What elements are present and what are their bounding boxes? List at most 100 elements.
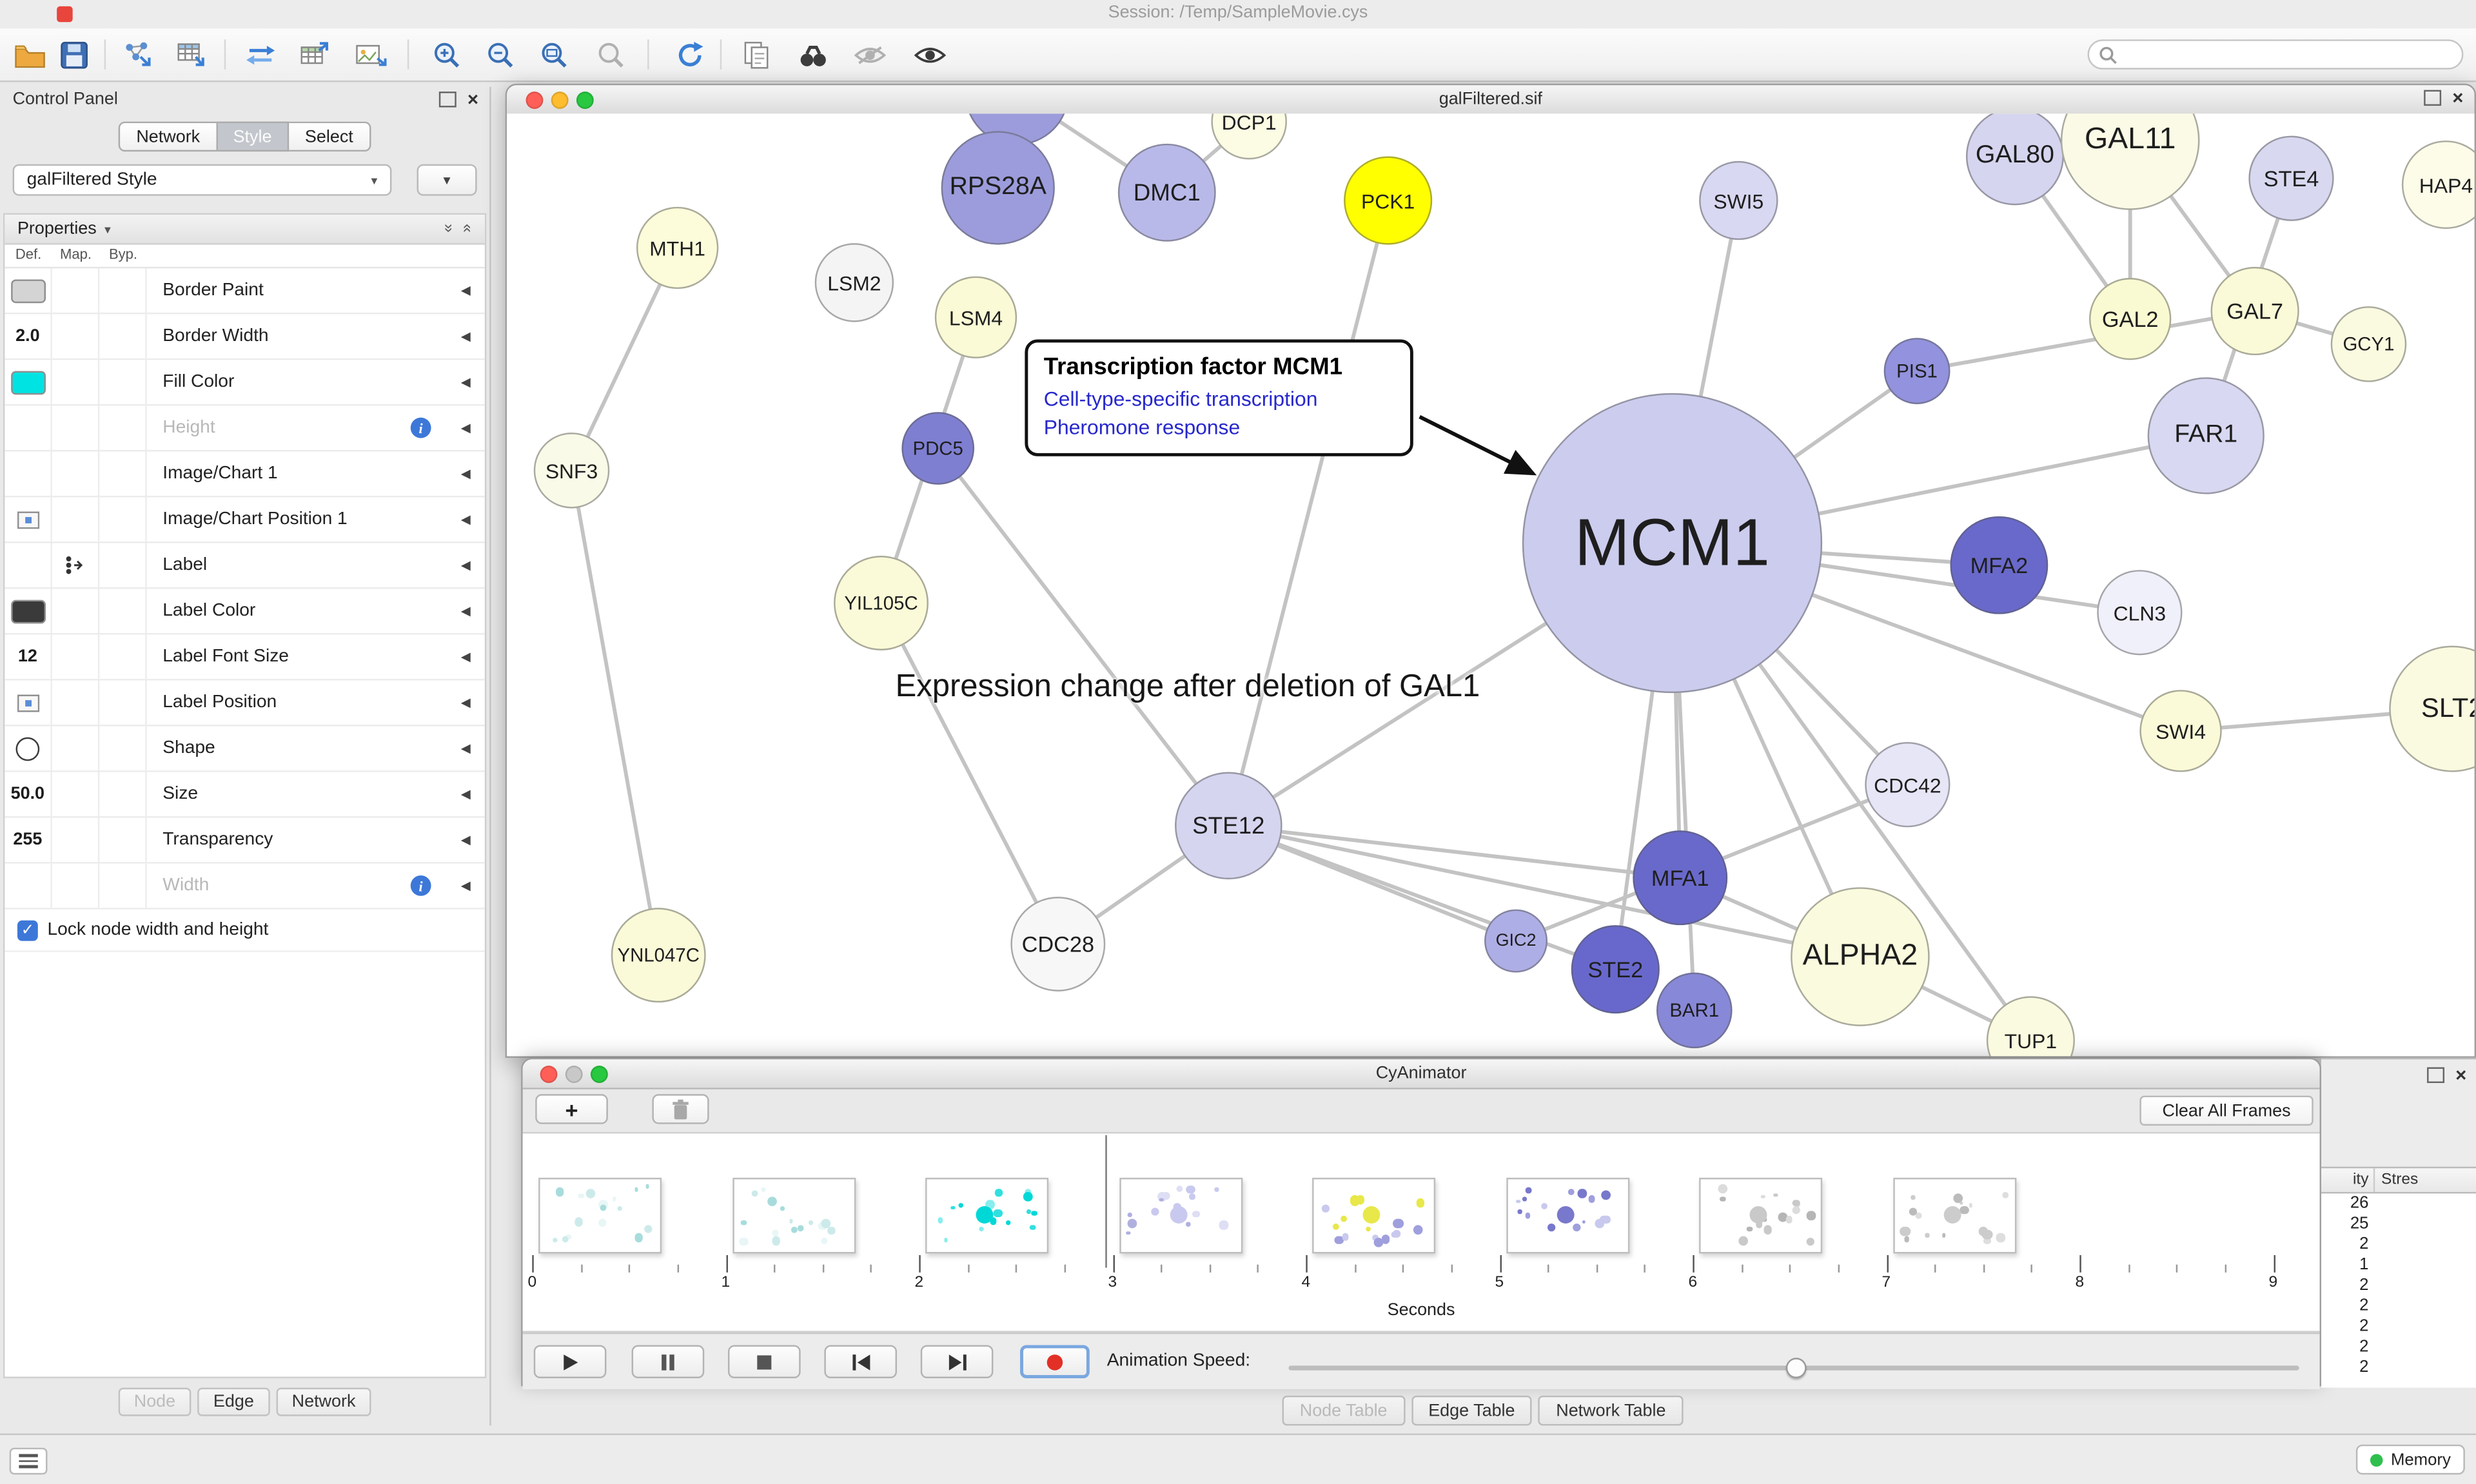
frame-thumbnail-1[interactable]	[538, 1177, 662, 1254]
tab-select[interactable]: Select	[289, 121, 371, 152]
collapse-arrow-icon[interactable]: ◀	[460, 329, 471, 344]
annotation-link-1[interactable]: Cell-type-specific transcription	[1043, 386, 1318, 411]
last-frame-button[interactable]	[920, 1345, 994, 1378]
play-button[interactable]	[533, 1345, 607, 1378]
style-selector[interactable]: galFiltered Style ▾	[12, 164, 392, 196]
network-node-mfa1[interactable]: MFA1	[1633, 830, 1728, 926]
network-node-cdc28[interactable]: CDC28	[1010, 897, 1106, 991]
frame-thumbnail-2[interactable]	[732, 1177, 856, 1254]
timeline-playhead[interactable]	[1105, 1135, 1107, 1268]
clone-network-button[interactable]	[736, 35, 777, 76]
tab-network[interactable]: Network	[119, 121, 218, 152]
mapping-cell[interactable]	[52, 634, 100, 679]
mapping-cell[interactable]	[52, 360, 100, 404]
mapping-cell[interactable]	[52, 589, 100, 634]
bypass-cell[interactable]	[99, 726, 147, 771]
zoom-fit-button[interactable]	[534, 35, 575, 76]
export-network-button[interactable]	[240, 35, 281, 76]
frame-thumbnail-7[interactable]	[1699, 1177, 1823, 1254]
network-node-cln3[interactable]: CLN3	[2097, 570, 2183, 656]
panel-tab-node[interactable]: Node	[118, 1387, 192, 1416]
first-frame-button[interactable]	[824, 1345, 898, 1378]
frame-thumbnail-8[interactable]	[1892, 1177, 2016, 1254]
network-node-gcy1[interactable]: GCY1	[2330, 306, 2407, 382]
default-value-cell[interactable]: 12	[5, 634, 52, 679]
bypass-cell[interactable]	[99, 360, 147, 404]
cyanimator-titlebar[interactable]: CyAnimator	[522, 1059, 2320, 1089]
zoom-traffic-light[interactable]	[590, 1066, 608, 1083]
animation-speed-slider[interactable]	[1288, 1358, 2299, 1378]
table-row[interactable]: 26	[2321, 1193, 2476, 1214]
network-node-bar1[interactable]: BAR1	[1656, 972, 1733, 1049]
lock-aspect-row[interactable]: ✓ Lock node width and height	[5, 910, 485, 952]
default-value-cell[interactable]	[5, 543, 52, 588]
record-button[interactable]	[1020, 1345, 1090, 1378]
minimize-traffic-light[interactable]	[565, 1066, 583, 1083]
style-options-button[interactable]: ▾	[417, 164, 477, 196]
table-column-stres[interactable]: Stres	[2381, 1171, 2419, 1189]
table-row[interactable]: 25	[2321, 1214, 2476, 1235]
default-value-cell[interactable]: 255	[5, 817, 52, 863]
mapping-cell[interactable]	[52, 268, 100, 313]
collapse-arrow-icon[interactable]: ◀	[460, 420, 471, 435]
tab-style[interactable]: Style	[217, 121, 290, 152]
panel-tab-edge[interactable]: Edge	[197, 1387, 270, 1416]
property-row-image-chart-position-1[interactable]: Image/Chart Position 1◀	[5, 497, 485, 543]
network-window-titlebar[interactable]: galFiltered.sif ×	[507, 85, 2475, 115]
mapping-cell[interactable]	[52, 497, 100, 542]
float-window-icon[interactable]	[2424, 90, 2442, 106]
property-row-image-chart-1[interactable]: Image/Chart 1◀	[5, 451, 485, 498]
bypass-cell[interactable]	[99, 634, 147, 679]
default-value-cell[interactable]: 2.0	[5, 314, 52, 358]
network-node-ste4[interactable]: STE4	[2248, 135, 2334, 221]
network-caption[interactable]: Expression change after deletion of GAL1	[895, 669, 1480, 705]
network-node-mth1[interactable]: MTH1	[636, 206, 719, 289]
hide-selected-button[interactable]	[850, 35, 891, 76]
float-window-icon[interactable]	[438, 92, 457, 108]
search-network-button[interactable]	[792, 35, 834, 76]
table-row[interactable]: 2	[2321, 1337, 2476, 1358]
network-node-ste12[interactable]: STE12	[1175, 772, 1282, 880]
property-row-shape[interactable]: Shape◀	[5, 726, 485, 772]
close-icon[interactable]: ×	[2452, 86, 2464, 109]
bypass-cell[interactable]	[99, 817, 147, 863]
frame-thumbnail-3[interactable]	[925, 1177, 1049, 1254]
close-icon[interactable]: ×	[2455, 1064, 2467, 1086]
import-network-button[interactable]	[117, 35, 158, 76]
default-value-cell[interactable]	[5, 726, 52, 771]
close-traffic-light[interactable]	[540, 1066, 558, 1083]
clear-all-frames-button[interactable]: Clear All Frames	[2139, 1095, 2314, 1126]
network-node-yil105c[interactable]: YIL105C	[834, 556, 928, 650]
network-node-swi4[interactable]: SWI4	[2139, 690, 2222, 772]
bypass-cell[interactable]	[99, 405, 147, 450]
bypass-cell[interactable]	[99, 314, 147, 358]
table-column-ity[interactable]: ity	[2321, 1168, 2375, 1192]
mapping-cell[interactable]	[52, 726, 100, 771]
collapse-arrow-icon[interactable]: ◀	[460, 695, 471, 710]
import-table-button[interactable]	[170, 35, 211, 76]
show-all-button[interactable]	[910, 35, 951, 76]
table-row[interactable]: 2	[2321, 1276, 2476, 1296]
mapping-cell[interactable]	[52, 772, 100, 817]
mapping-cell[interactable]	[52, 543, 100, 588]
default-value-cell[interactable]	[5, 863, 52, 908]
network-node-lsm2[interactable]: LSM2	[814, 243, 894, 322]
delete-frame-button[interactable]	[652, 1094, 709, 1124]
property-row-label[interactable]: Label◀	[5, 543, 485, 589]
collapse-arrow-icon[interactable]: ◀	[460, 466, 471, 481]
tab-network-table[interactable]: Network Table	[1538, 1395, 1684, 1426]
zoom-in-button[interactable]	[426, 35, 467, 76]
zoom-traffic-light[interactable]	[576, 92, 594, 109]
zoom-out-button[interactable]	[480, 35, 521, 76]
bypass-cell[interactable]	[99, 680, 147, 725]
tab-node-table[interactable]: Node Table	[1282, 1395, 1405, 1426]
network-node-hap4[interactable]: HAP4	[2401, 140, 2475, 229]
default-value-cell[interactable]	[5, 451, 52, 496]
network-node-gal80[interactable]: GAL80	[1965, 113, 2064, 206]
